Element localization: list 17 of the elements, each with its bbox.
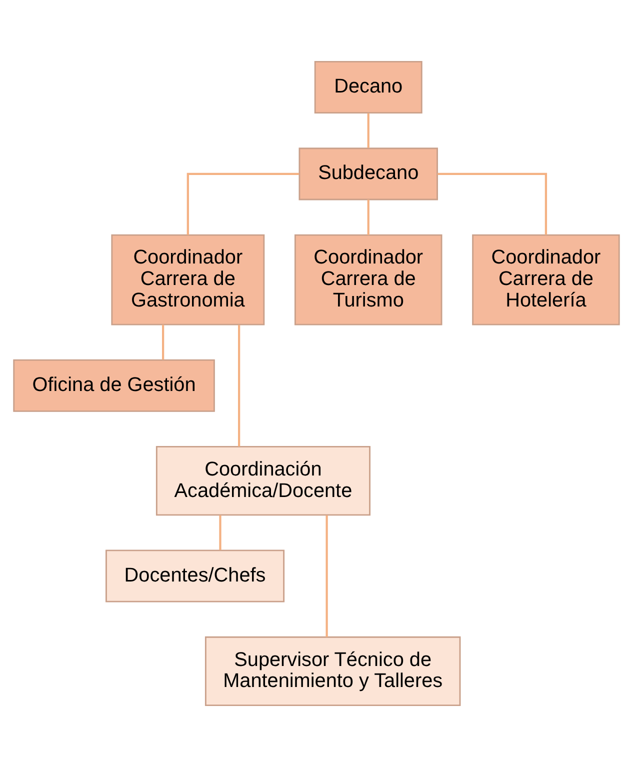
connector <box>367 112 370 148</box>
node-box: Coordinador Carrera de Turismo <box>294 234 442 325</box>
connector <box>238 324 240 446</box>
node-box: Coordinador Carrera de Gastronomia <box>111 234 265 325</box>
connector <box>186 172 300 234</box>
connector <box>162 324 164 360</box>
connector <box>367 199 370 234</box>
node-box: Coordinador Carrera de Hotelería <box>472 234 620 325</box>
connector <box>219 514 222 550</box>
connector <box>326 514 328 636</box>
node-box: Supervisor Técnico de Mantenimiento y Talleres <box>204 636 461 706</box>
node-box: Docentes/Chefs <box>106 549 285 602</box>
node-box: Coordinación Académica/Docente <box>156 446 370 516</box>
node-box: Subdecano <box>298 147 438 200</box>
node-box: Oficina de Gestión <box>13 358 215 412</box>
node-box: Decano <box>314 60 422 114</box>
connector <box>438 172 548 234</box>
